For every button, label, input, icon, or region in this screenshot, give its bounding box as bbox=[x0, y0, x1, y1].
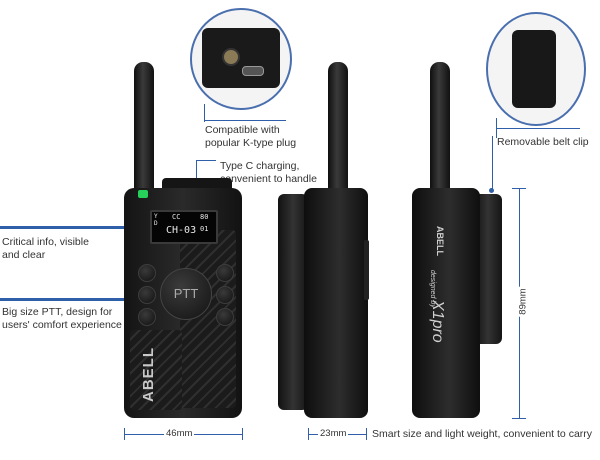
footer-caption: Smart size and light weight, convenient … bbox=[372, 428, 593, 440]
button-left-3[interactable] bbox=[138, 308, 156, 326]
k-type-jack-icon bbox=[222, 48, 240, 66]
callout-k-type-plug: Compatible with popular K-type plug bbox=[205, 124, 297, 149]
side-antenna bbox=[328, 62, 348, 192]
brand-logo: ABELL bbox=[140, 347, 157, 402]
button-left-1[interactable] bbox=[138, 264, 156, 282]
back-radio-body bbox=[412, 188, 480, 418]
depth-dimension: 23mm bbox=[318, 428, 349, 439]
back-model-label: ABELL bbox=[435, 226, 445, 256]
callout-display: Critical info, visible and clear bbox=[2, 236, 89, 261]
usb-c-port-icon bbox=[242, 66, 264, 76]
button-right-2[interactable] bbox=[216, 286, 234, 304]
height-dimension: 89mm bbox=[517, 286, 529, 317]
callout-type-c-charging: Type C charging, convenient to handle bbox=[220, 160, 317, 185]
front-antenna bbox=[134, 62, 154, 192]
clip-zoom-circle bbox=[486, 12, 586, 126]
back-antenna bbox=[430, 62, 450, 192]
side-belt-clip bbox=[278, 194, 308, 410]
status-led bbox=[138, 190, 148, 198]
callout-ptt: Big size PTT, design for users' comfort … bbox=[2, 306, 122, 331]
width-dimension: 46mm bbox=[164, 428, 195, 439]
lcd-display: Y D CC CH-03 80 01 bbox=[150, 210, 218, 244]
callout-belt-clip: Removable belt clip bbox=[497, 136, 589, 148]
button-right-1[interactable] bbox=[216, 264, 234, 282]
ptt-button[interactable]: PTT bbox=[160, 268, 212, 320]
side-radio-body bbox=[304, 188, 368, 418]
button-left-2[interactable] bbox=[138, 286, 156, 304]
button-right-3[interactable] bbox=[216, 308, 234, 326]
ptt-label: PTT bbox=[173, 286, 199, 301]
ports-zoom-circle bbox=[190, 8, 292, 110]
